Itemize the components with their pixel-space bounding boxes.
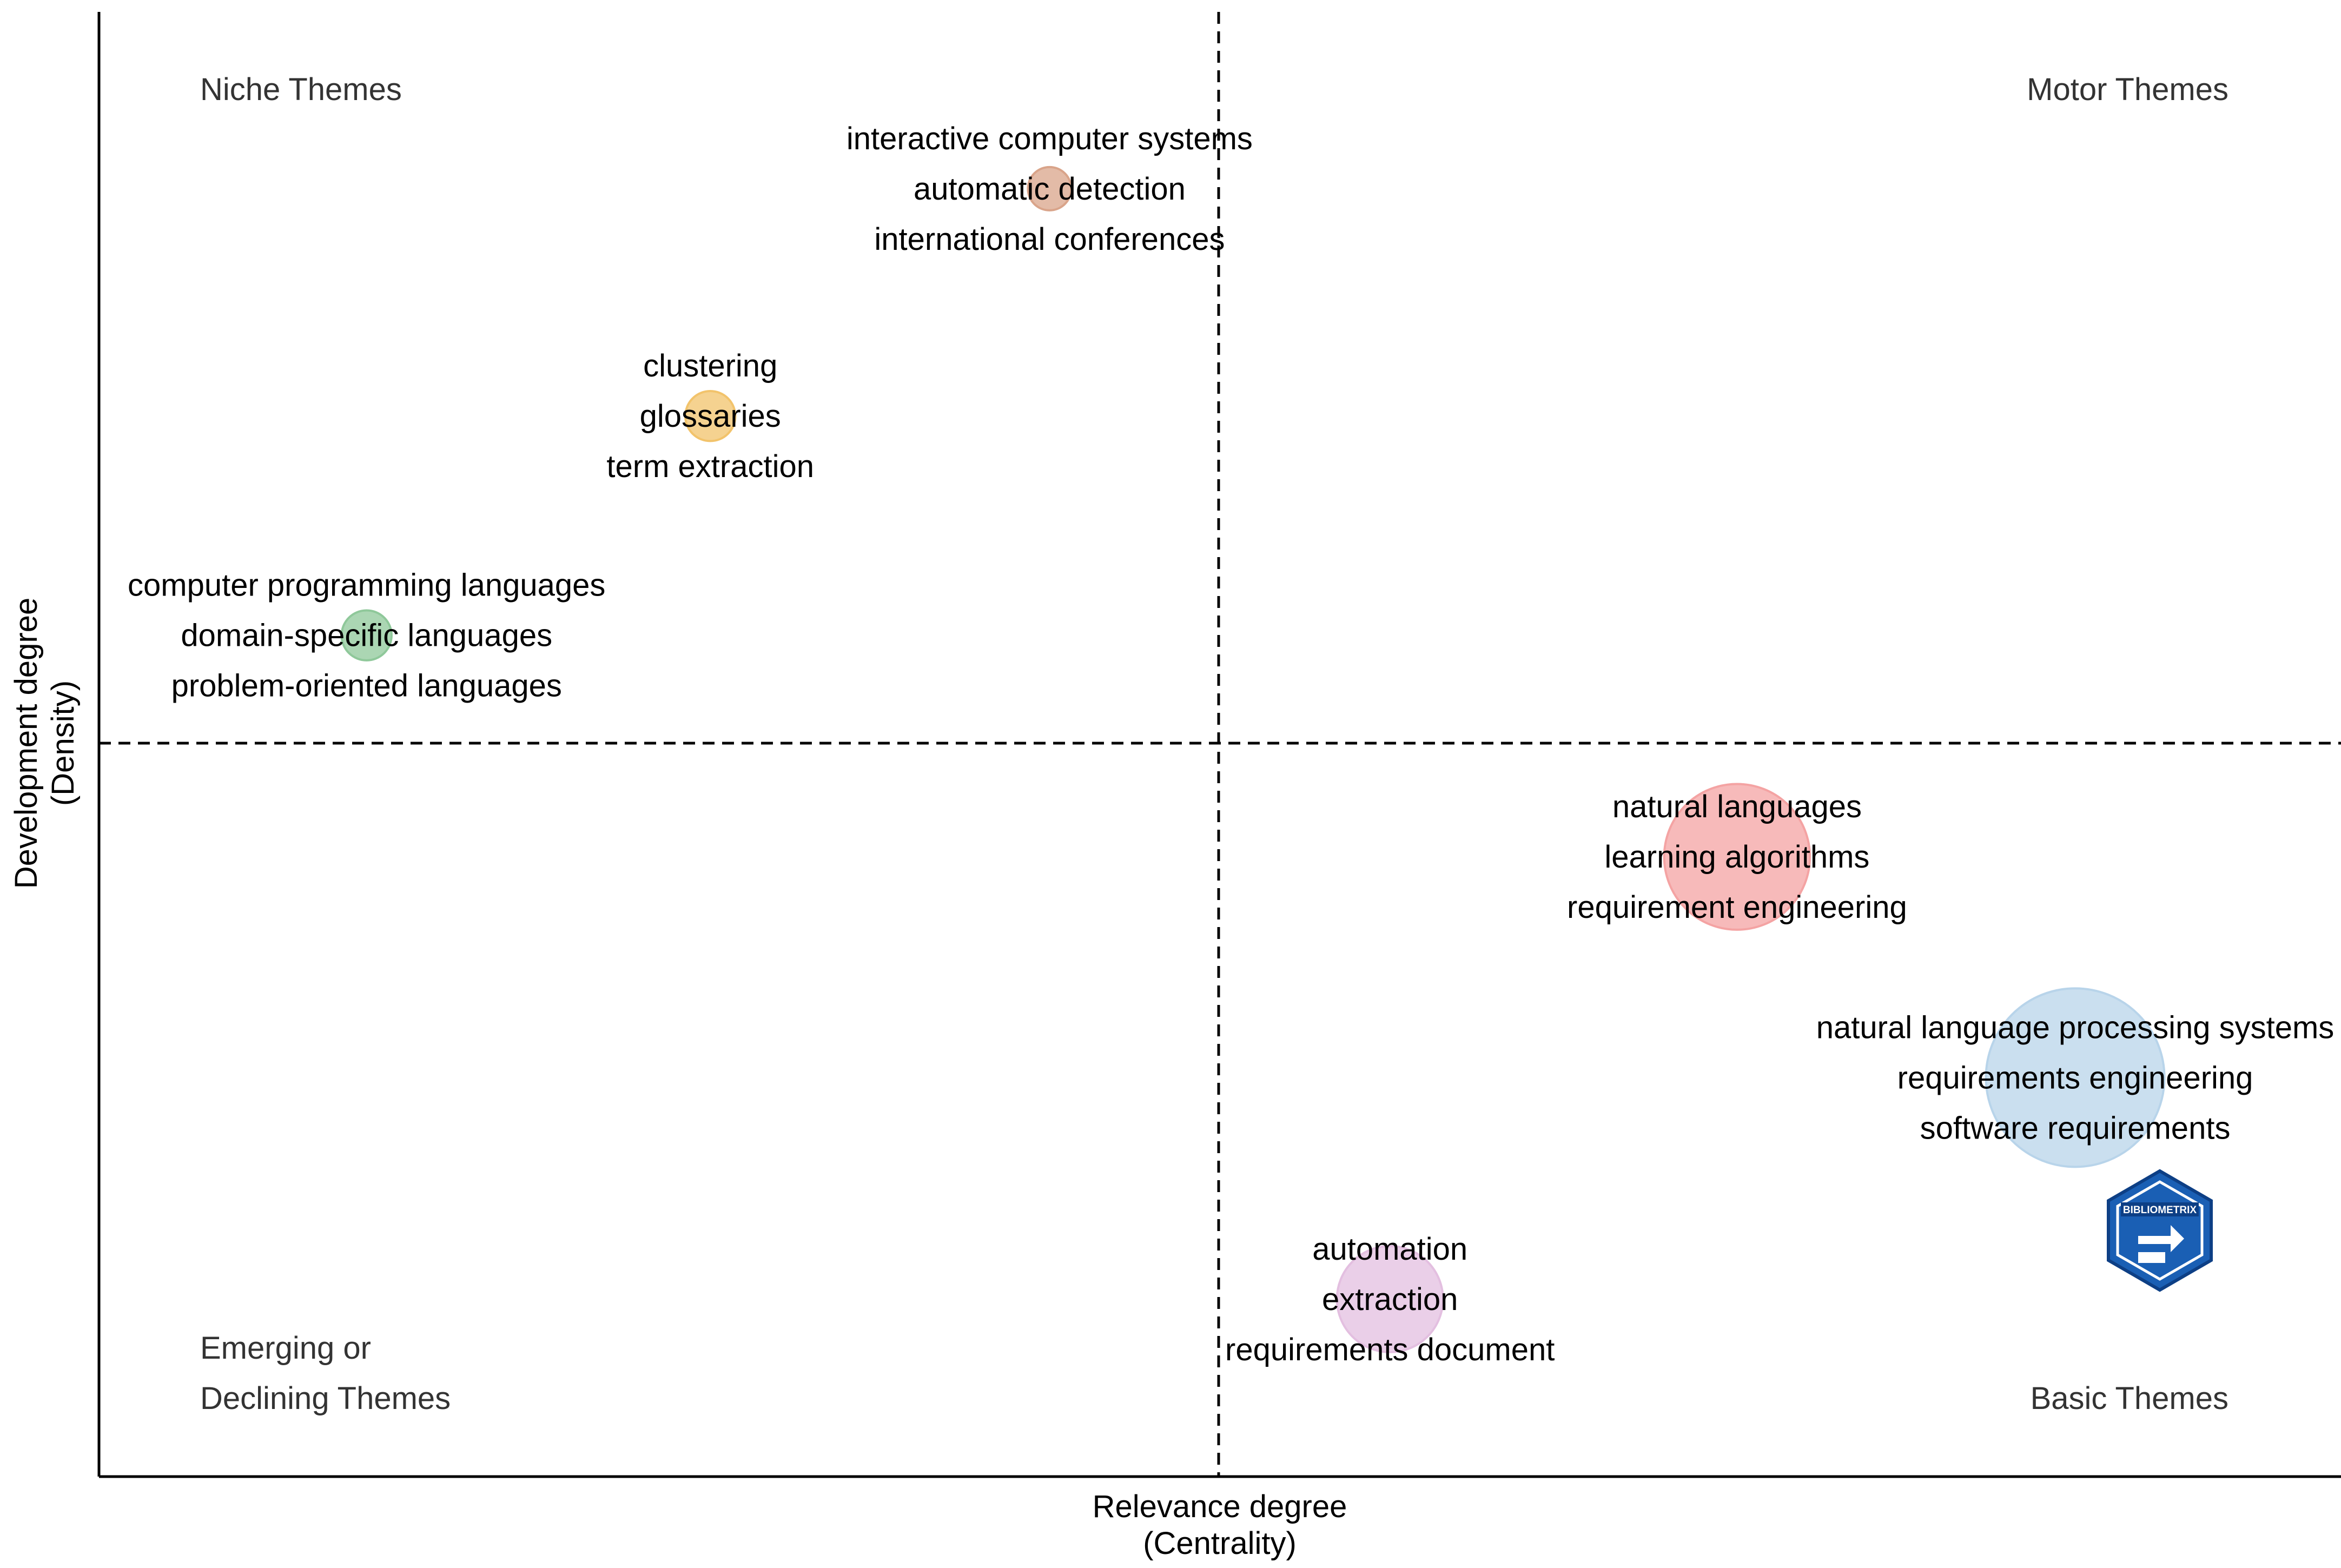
quadrant-label-emerging-line2: Declining Themes: [200, 1381, 451, 1416]
bibliometrix-logo: BIBLIOMETRIX: [2107, 1169, 2213, 1292]
quadrant-label-niche: Niche Themes: [200, 72, 402, 107]
cluster-bubble-4: [1985, 987, 2166, 1168]
cluster-label-4-0: natural language processing systems: [1816, 1010, 2335, 1045]
clusters-group: interactive computer systems automatic de…: [128, 121, 2334, 1367]
x-axis-subtitle: (Centrality): [1143, 1526, 1297, 1561]
cluster-bubble-0: [1027, 166, 1073, 211]
cluster-label-0-1: automatic detection: [914, 171, 1186, 207]
cluster-bubble-3: [1663, 783, 1811, 931]
cluster-label-3-1: learning algorithms: [1604, 839, 1869, 875]
cluster-label-5-2: requirements document: [1225, 1332, 1555, 1367]
cluster-label-2-2: problem-oriented languages: [171, 669, 562, 704]
x-axis-title: Relevance degree: [1093, 1489, 1347, 1524]
cluster-bubble-1: [684, 390, 737, 442]
y-axis-title: Development degree: [9, 598, 44, 889]
quadrant-label-basic: Basic Themes: [2031, 1381, 2228, 1416]
cluster-label-2-0: computer programming languages: [128, 568, 605, 603]
cluster-label-1-0: clustering: [643, 348, 777, 383]
y-axis-subtitle: (Density): [45, 680, 81, 806]
quadrant-label-motor: Motor Themes: [2027, 72, 2228, 107]
cluster-label-2-1: domain-specific languages: [181, 618, 552, 653]
cluster-label-3-2: requirement engineering: [1567, 890, 1907, 925]
cluster-bubble-5: [1335, 1245, 1444, 1353]
cluster-label-4-1: requirements engineering: [1897, 1060, 2253, 1095]
cluster-label-0-0: interactive computer systems: [847, 121, 1253, 156]
cluster-label-4-2: software requirements: [1920, 1110, 2231, 1146]
logo-text: BIBLIOMETRIX: [2123, 1205, 2197, 1216]
cluster-label-0-2: international conferences: [874, 222, 1225, 257]
cluster-label-5-0: automation: [1312, 1232, 1467, 1267]
cluster-label-1-1: glossaries: [640, 399, 781, 434]
cluster-bubble-2: [340, 609, 393, 661]
cluster-label-3-0: natural languages: [1612, 789, 1862, 824]
cluster-label-5-1: extraction: [1322, 1282, 1458, 1317]
cluster-label-1-2: term extraction: [606, 449, 814, 484]
quadrant-label-emerging-line1: Emerging or: [200, 1331, 371, 1366]
